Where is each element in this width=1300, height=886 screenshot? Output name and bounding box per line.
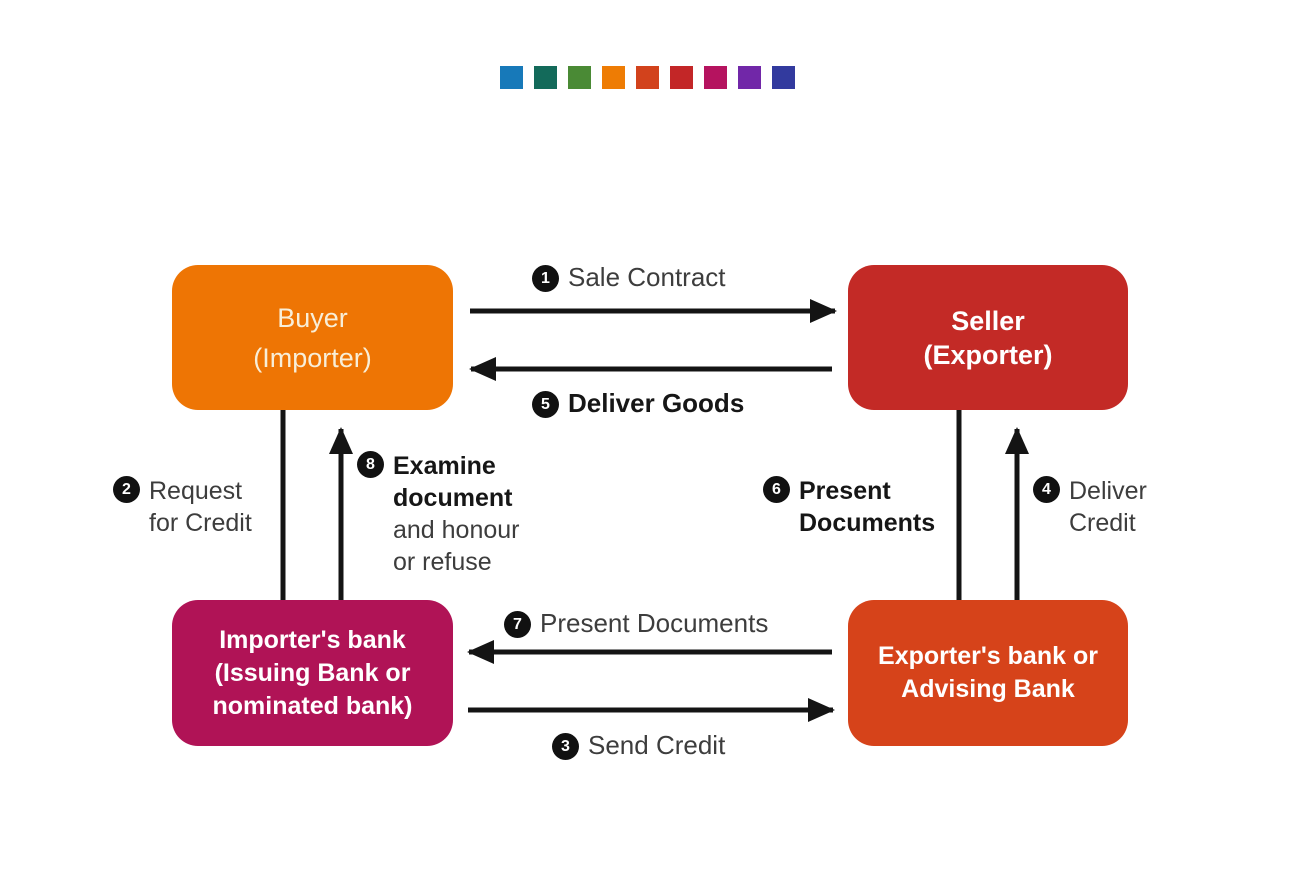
buyer-label-line: Buyer xyxy=(277,302,348,333)
step-5-badge: 5 xyxy=(532,391,559,418)
step-8-text: Examine document and honour or refuse xyxy=(393,452,520,576)
buyer-label-line: (Importer) xyxy=(253,342,372,373)
step-3-send-credit-label: 3 Send Credit xyxy=(552,730,725,761)
step-7-present-documents-label: 7 Present Documents xyxy=(504,608,768,639)
seller-label-line: Seller xyxy=(951,305,1025,336)
step-1-badge: 1 xyxy=(532,265,559,292)
color-palette-strip xyxy=(500,66,795,89)
exporters-bank-label-line: Exporter's bank or xyxy=(878,642,1098,670)
palette-square xyxy=(738,66,761,89)
step-7-badge: 7 xyxy=(504,611,531,638)
palette-square xyxy=(772,66,795,89)
palette-square xyxy=(670,66,693,89)
importers-bank-label-line: nominated bank) xyxy=(212,691,413,720)
step-1-sale-contract-label: 1 Sale Contract xyxy=(532,262,726,293)
palette-square xyxy=(500,66,523,89)
step-3-badge: 3 xyxy=(552,733,579,760)
step-5-deliver-goods-label: 5 Deliver Goods xyxy=(532,388,744,419)
exporters-bank-box: Exporter's bank or Advising Bank xyxy=(848,600,1128,746)
importers-bank-box: Importer's bank (Issuing Bank or nominat… xyxy=(172,600,453,746)
step-2-badge: 2 xyxy=(113,476,140,503)
step-8-badge: 8 xyxy=(357,451,384,478)
importers-bank-label-line: Importer's bank xyxy=(219,625,406,654)
palette-square xyxy=(602,66,625,89)
palette-square xyxy=(534,66,557,89)
step-3-text: Send Credit xyxy=(588,730,726,760)
step-7-text: Present Documents xyxy=(540,608,769,638)
step-8-examine-document-label: 8 Examine document and honour or refuse xyxy=(357,450,520,578)
palette-square xyxy=(704,66,727,89)
buyer-box: Buyer (Importer) xyxy=(172,265,453,410)
step-5-text: Deliver Goods xyxy=(568,388,745,418)
importers-bank-label-line: (Issuing Bank or xyxy=(214,658,411,687)
palette-square xyxy=(568,66,591,89)
step-6-badge: 6 xyxy=(763,476,790,503)
step-1-text: Sale Contract xyxy=(568,262,726,292)
step-6-text: Present Documents xyxy=(799,477,936,537)
palette-square xyxy=(636,66,659,89)
step-4-text: Deliver Credit xyxy=(1069,477,1147,537)
seller-label-line: (Exporter) xyxy=(923,339,1053,370)
step-4-badge: 4 xyxy=(1033,476,1060,503)
exporters-bank-label-line: Advising Bank xyxy=(901,675,1075,703)
step-6-present-documents-label: 6 Present Documents xyxy=(763,475,935,539)
seller-box: Seller (Exporter) xyxy=(848,265,1128,410)
step-4-deliver-credit-label: 4 Deliver Credit xyxy=(1033,475,1147,539)
step-2-request-for-credit-label: 2 Request for Credit xyxy=(113,475,252,539)
step-2-text: Request for Credit xyxy=(149,477,252,537)
